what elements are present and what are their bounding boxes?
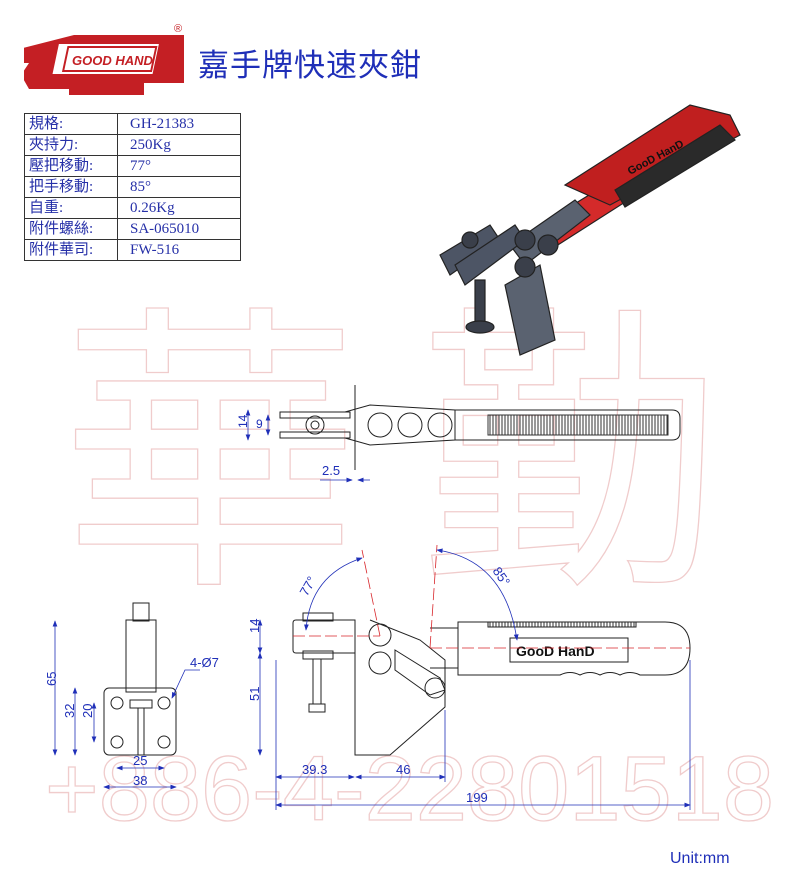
dim-front-holes: 4-Ø7 bbox=[190, 655, 219, 670]
spec-value: 77° bbox=[117, 155, 241, 177]
registered-mark: ® bbox=[174, 23, 182, 35]
spec-value: 85° bbox=[117, 176, 241, 198]
spec-label: 壓把移動: bbox=[24, 155, 118, 177]
dim-side-14: 14 bbox=[247, 619, 262, 633]
dim-front-65: 65 bbox=[44, 672, 59, 686]
dim-side-199: 199 bbox=[466, 790, 488, 805]
good-hand-logo: GOOD HAND ® bbox=[24, 23, 184, 95]
page-title: 嘉手牌快速夾鉗 bbox=[198, 48, 422, 84]
dim-top-9: 9 bbox=[256, 417, 263, 431]
spec-label: 把手移動: bbox=[24, 176, 118, 198]
spec-row: 附件華司:FW-516 bbox=[24, 239, 241, 261]
spec-label: 附件華司: bbox=[24, 239, 118, 261]
dim-front-20: 20 bbox=[80, 704, 95, 718]
spec-row: 夾持力:250Kg bbox=[24, 134, 241, 156]
spec-value: SA-065010 bbox=[117, 218, 241, 240]
unit-label: Unit:mm bbox=[670, 850, 730, 867]
handle-side-text: GooD HanD bbox=[516, 643, 595, 659]
side-view bbox=[292, 612, 691, 756]
watermark-chars: 華勤 bbox=[60, 288, 780, 624]
dim-top-2-5: 2.5 bbox=[322, 463, 340, 478]
spec-row: 把手移動:85° bbox=[24, 176, 241, 198]
dim-side-51: 51 bbox=[247, 687, 262, 701]
dim-side-46: 46 bbox=[396, 762, 410, 777]
angle-85: 85° bbox=[490, 564, 514, 589]
dim-front-25: 25 bbox=[133, 753, 147, 768]
spec-row: 壓把移動:77° bbox=[24, 155, 241, 177]
dim-front-32: 32 bbox=[62, 704, 77, 718]
dim-side-39-3: 39.3 bbox=[302, 762, 327, 777]
spec-label: 夾持力: bbox=[24, 134, 118, 156]
top-view bbox=[279, 385, 681, 470]
clamp-3d-image: GooD HanD bbox=[439, 104, 741, 356]
logo-text: GOOD HAND bbox=[72, 53, 154, 68]
spec-value: FW-516 bbox=[117, 239, 241, 261]
spec-row: 附件螺絲:SA-065010 bbox=[24, 218, 241, 240]
dim-front-38: 38 bbox=[133, 773, 147, 788]
front-view bbox=[103, 602, 177, 756]
dim-top-14: 14 bbox=[236, 414, 250, 428]
